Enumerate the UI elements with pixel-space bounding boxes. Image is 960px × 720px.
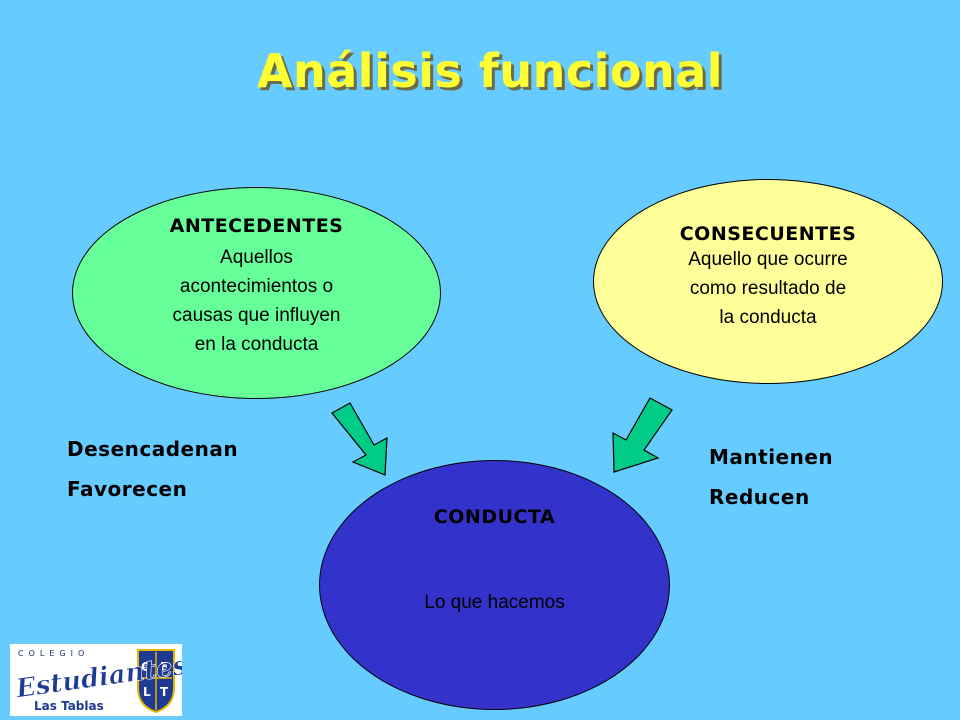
left-labels: Desencadenan Favorecen (67, 429, 238, 509)
right-labels: Mantienen Reducen (709, 437, 833, 517)
svg-text:COLEGIO: COLEGIO (18, 649, 89, 658)
svg-text:E: E (160, 660, 168, 674)
arrow-antecedentes-to-conducta (331, 402, 388, 476)
slide-title: Análisis funcional (256, 44, 724, 98)
label-reducen: Reducen (709, 485, 810, 509)
svg-text:T: T (160, 685, 169, 699)
colegio-estudiantes-logo: COLEGIO C E L T Estudiantes Las Tablas (10, 644, 182, 716)
arrow-left-shape (331, 402, 388, 476)
consecuentes-description: Aquello que ocurre como resultado de la … (688, 249, 848, 328)
label-mantienen: Mantienen (709, 445, 834, 469)
conducta-title: CONDUCTA (433, 506, 556, 528)
antecedentes-description: Aquellos acontecimientos o causas que in… (172, 247, 341, 355)
svg-text:L: L (143, 685, 151, 699)
label-favorecen: Favorecen (67, 477, 188, 501)
conducta-description: Lo que hacemos (424, 592, 565, 613)
svg-text:C: C (141, 660, 150, 674)
conducta-ellipse: CONDUCTA Lo que hacemos (319, 460, 670, 710)
label-desencadenan: Desencadenan (67, 437, 239, 461)
antecedentes-ellipse: ANTECEDENTES Aquellos acontecimientos o … (72, 187, 441, 399)
consecuentes-title: CONSECUENTES (679, 223, 857, 245)
antecedentes-title: ANTECEDENTES (169, 215, 344, 237)
arrow-consecuentes-to-conducta (612, 397, 673, 473)
consecuentes-ellipse: CONSECUENTES Aquello que ocurre como res… (593, 179, 943, 384)
arrow-right-shape (612, 397, 673, 473)
svg-text:Las Tablas: Las Tablas (34, 699, 104, 713)
